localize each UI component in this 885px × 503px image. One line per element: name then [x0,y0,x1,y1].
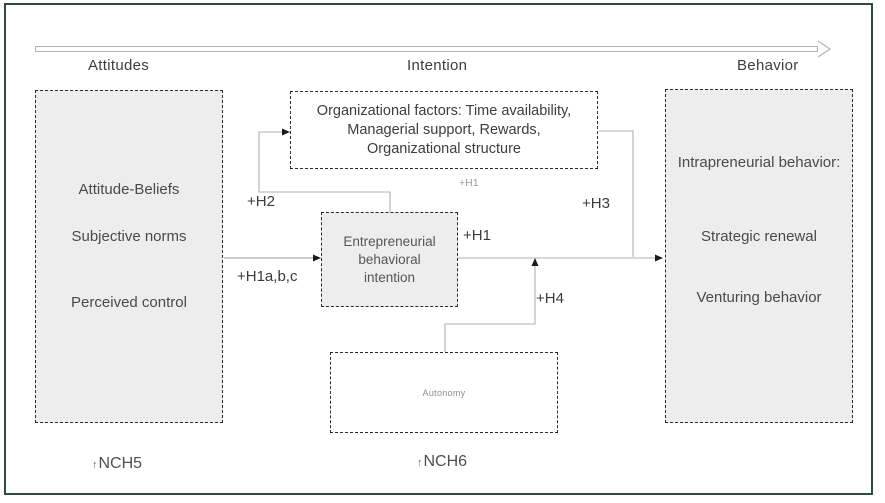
hypothesis-label-h4: +H4 [536,290,564,307]
stage-label-behavior: Behavior [737,57,799,74]
organizational-factors-box: Organizational factors: Time availabilit… [290,91,598,169]
footnote-nch5-label: NCH5 [98,455,143,472]
autonomy-box: Autonomy [330,352,558,433]
hypothesis-label-h1: +H1 [463,227,491,244]
behavior-box: Intrapreneurial behavior: Strategic rene… [665,89,853,423]
autonomy-box-label: Autonomy [422,387,466,398]
hypothesis-label-h1abc: +H1a,b,c [237,268,298,285]
behavior-box-title: Intrapreneurial behavior: [677,154,841,171]
hypothesis-label-h2: +H2 [247,193,275,210]
stage-label-intention: Intention [407,57,468,74]
hypothesis-label-h1-secondary: +H1 [459,177,479,189]
outer-frame-border [4,3,873,495]
footnote-nch6-label: NCH6 [423,453,468,470]
stage-label-attitudes: Attitudes [88,57,150,74]
antecedents-box: Attitude-Beliefs Subjective norms Percei… [35,90,223,423]
antecedent-attitude-beliefs: Attitude-Beliefs [78,181,180,198]
hypothesis-label-h3: +H3 [582,195,610,212]
intention-box: Entrepreneurial behavioral intention [321,212,458,307]
footnote-nch5: ↑NCH5 [92,455,142,473]
antecedent-perceived-control: Perceived control [71,294,187,311]
behavior-strategic-renewal: Strategic renewal [701,228,817,245]
intention-box-text: Entrepreneurial behavioral intention [343,233,436,285]
behavior-venturing-behavior: Venturing behavior [696,289,822,306]
up-arrow-icon: ↑ [92,459,98,471]
footnote-nch6: ↑NCH6 [417,453,467,471]
organizational-factors-text: Organizational factors: Time availabilit… [316,102,572,157]
antecedent-subjective-norms: Subjective norms [71,228,187,245]
up-arrow-icon: ↑ [417,457,423,469]
